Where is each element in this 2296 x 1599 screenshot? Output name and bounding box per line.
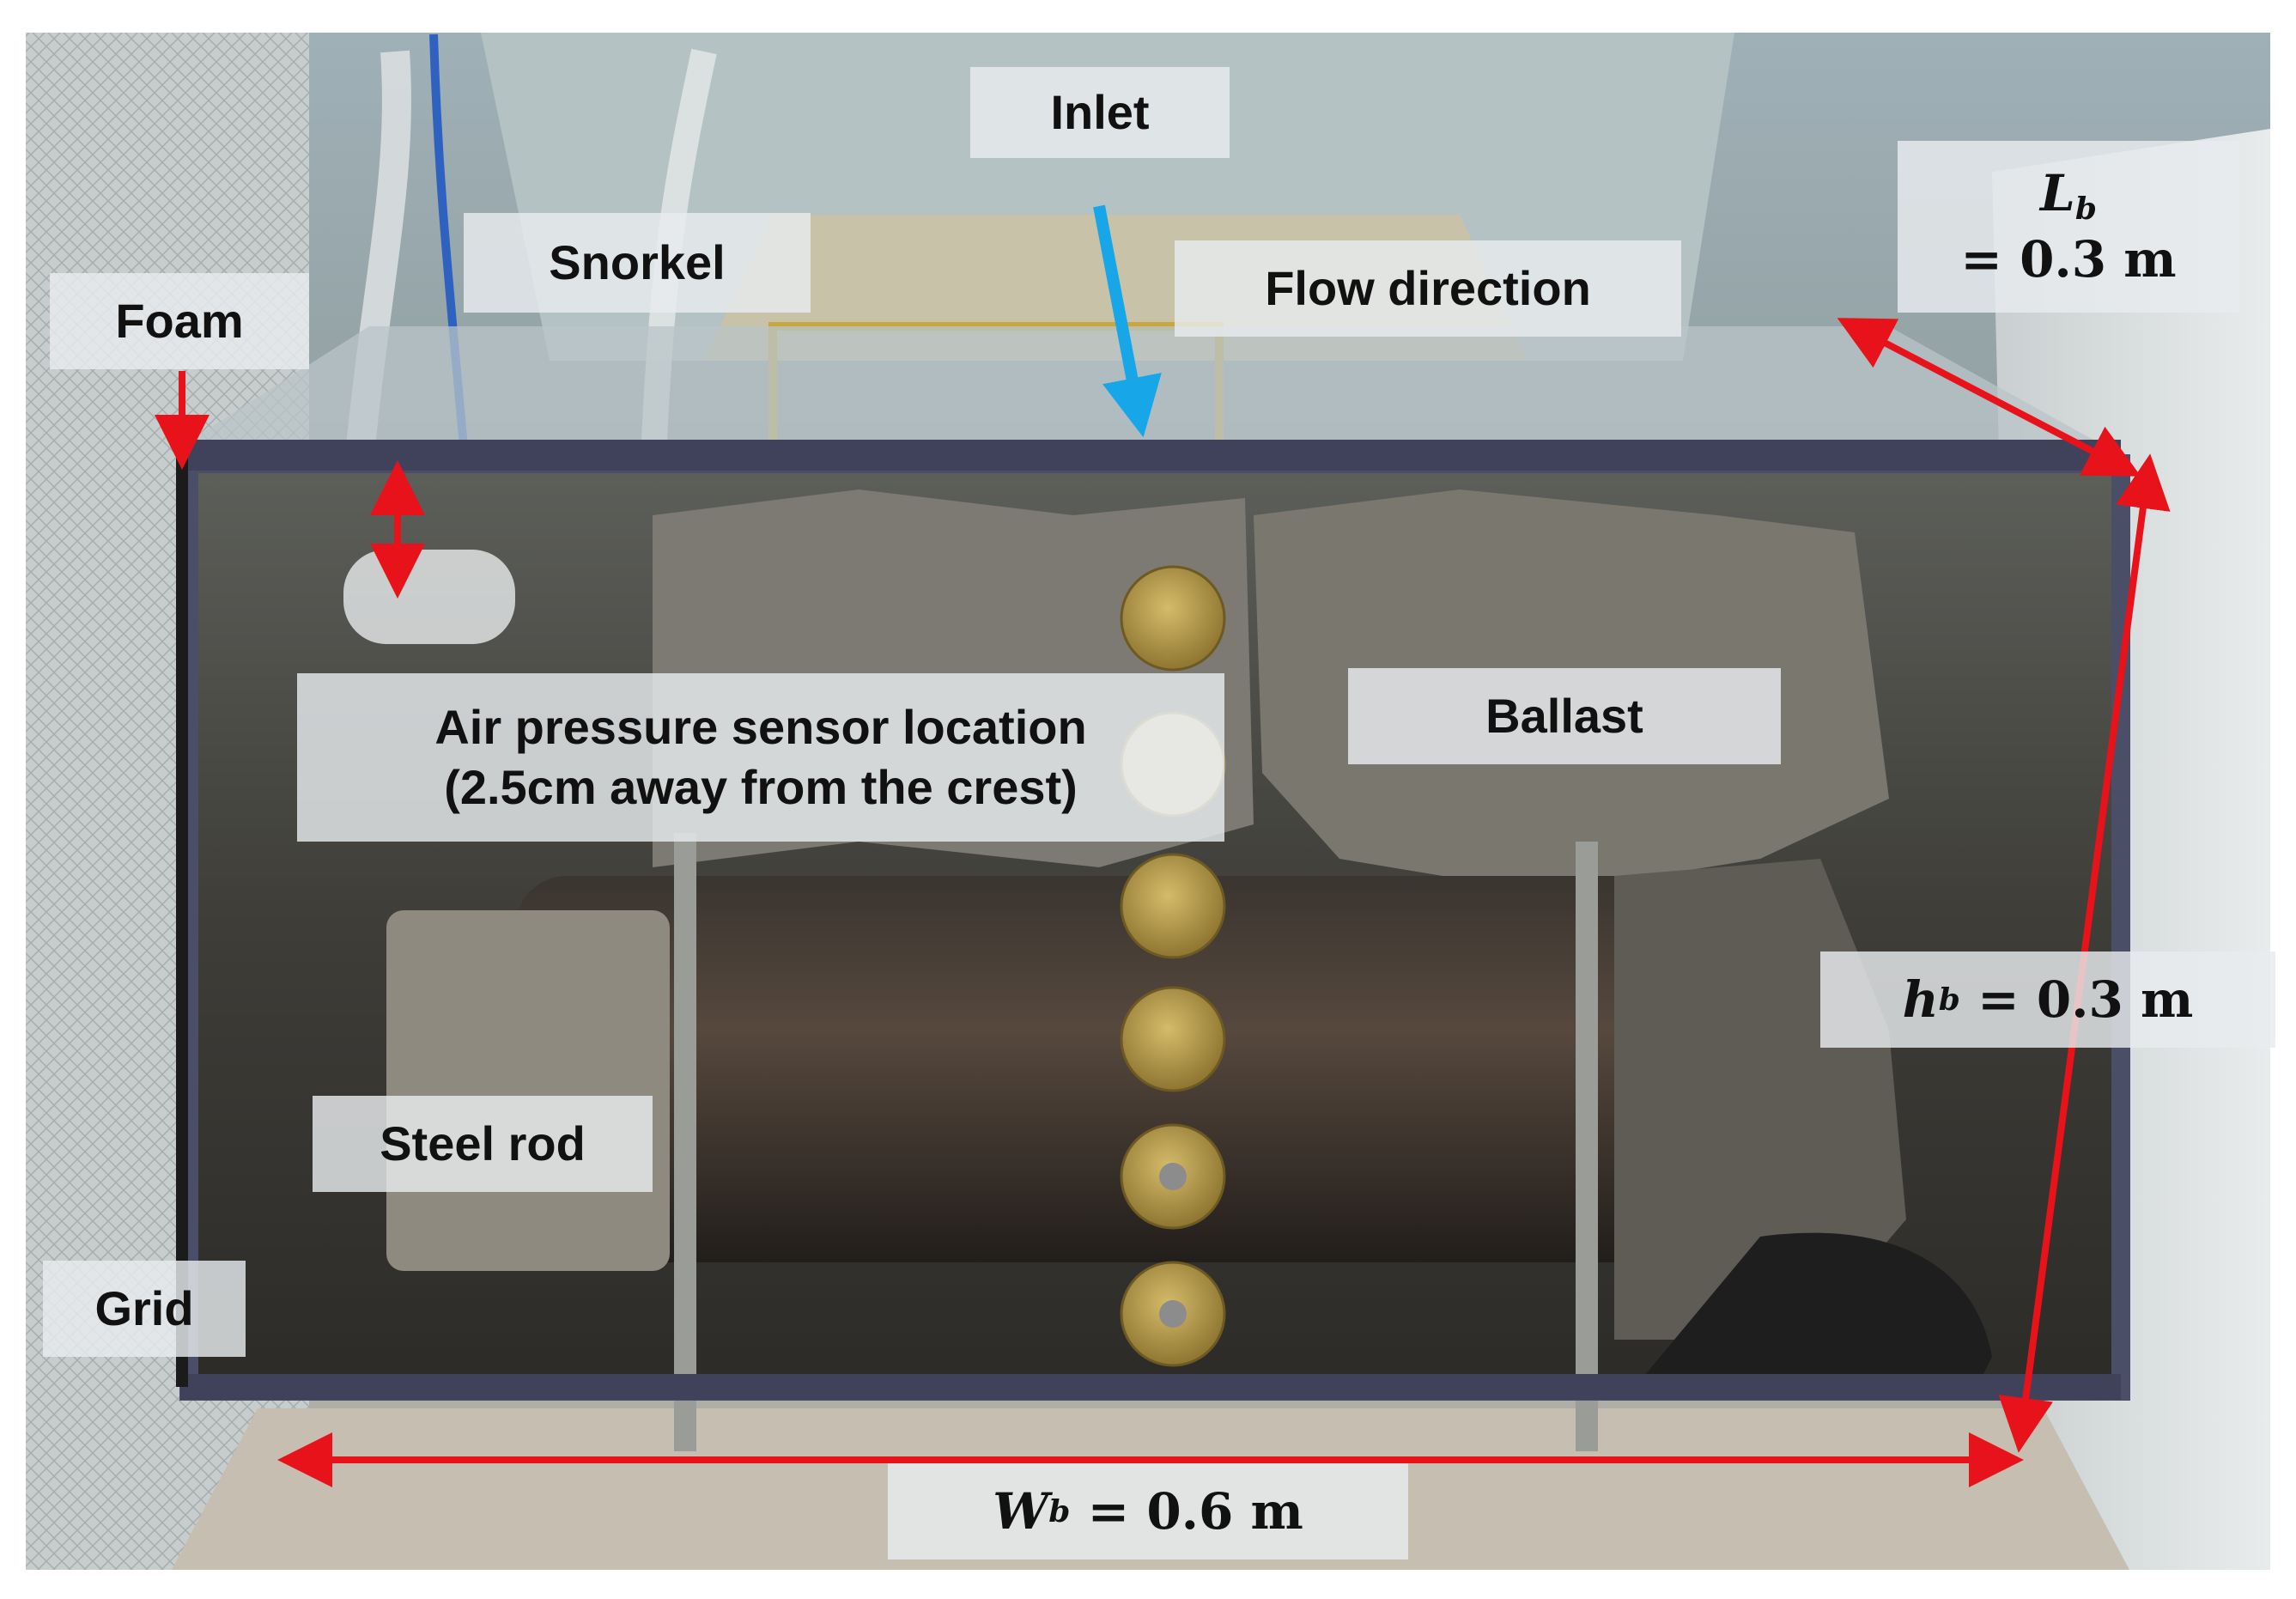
sensor-location-label: Air pressure sensor location (2.5cm away… (297, 673, 1224, 842)
sensor-label-line2: (2.5cm away from the crest) (444, 760, 1078, 814)
width-subscript: b (1048, 1493, 1071, 1529)
flow-arrow-icon (1093, 204, 1162, 438)
width-symbol: W (993, 1481, 1049, 1541)
grid-label: Grid (43, 1261, 246, 1357)
ballast-label: Ballast (1348, 668, 1781, 764)
steel-pipe (515, 876, 1717, 1262)
length-arrow (1837, 318, 2141, 477)
threaded-rod-left (674, 833, 696, 1451)
length-label: Lb = 0.3 m (1898, 141, 2239, 313)
threaded-rod-right (1576, 842, 1598, 1451)
foam-label: Foam (50, 273, 309, 369)
height-subscript: b (1938, 981, 1960, 1018)
flow-direction-label: Flow direction (1175, 240, 1681, 337)
length-symbol: L (2040, 164, 2075, 223)
sensor-label-line1: Air pressure sensor location (434, 700, 1087, 754)
length-value: = 0.3 m (1960, 230, 2177, 289)
steel-rod-label: Steel rod (313, 1096, 653, 1192)
inlet-label: Inlet (970, 67, 1230, 158)
dark-cylinder (1631, 1232, 1992, 1391)
concrete-block-left (386, 910, 670, 1271)
snorkel-cylinder (343, 550, 515, 644)
box-top-lid (180, 326, 2121, 455)
height-symbol: h (1902, 970, 1939, 1029)
height-value: = 0.3 m (1977, 970, 2194, 1029)
length-subscript: b (2074, 191, 2097, 228)
snorkel-label: Snorkel (464, 213, 811, 313)
width-value: = 0.6 m (1087, 1481, 1303, 1541)
